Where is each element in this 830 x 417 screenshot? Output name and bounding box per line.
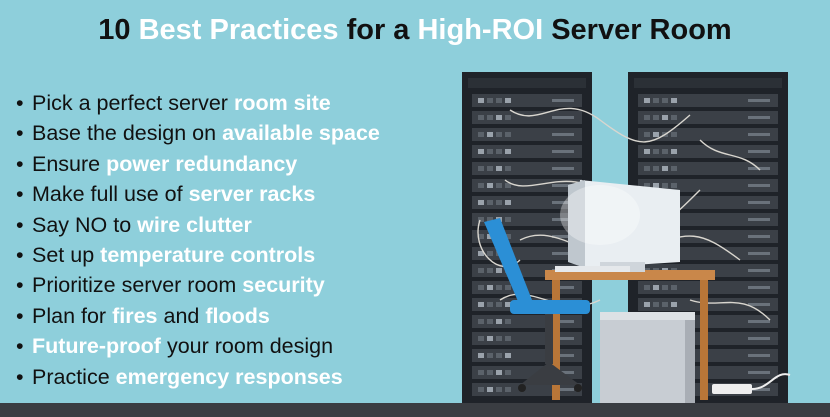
page-title: 10 Best Practices for a High-ROI Server … (0, 14, 830, 47)
title-for-a: for a (346, 14, 410, 46)
practice-highlight: room site (233, 91, 331, 115)
practice-text: and (163, 303, 200, 328)
practice-item: • Make full use of server racks (16, 179, 380, 209)
practice-item: • Plan for fires and floods (16, 301, 380, 331)
power-strip-icon (712, 373, 791, 394)
practice-highlight: Future-proof (32, 334, 161, 359)
practice-highlight: floods (205, 303, 270, 328)
practice-text: Plan for (32, 303, 107, 328)
practice-text: Base the design on (32, 121, 217, 146)
floor (0, 403, 830, 417)
practice-text: Make full use of (32, 182, 183, 207)
pc-tower-icon (600, 312, 695, 404)
practice-highlight: server racks (188, 182, 316, 207)
practice-highlight: security (242, 273, 325, 298)
desk-icon (545, 270, 715, 400)
practice-list: • Pick a perfect server room site • Base t… (16, 88, 380, 392)
practice-item: • Base the design on available space (16, 118, 380, 148)
bullet-marker: • (16, 334, 24, 359)
practice-text: Ensure (32, 151, 101, 176)
rack-unit (472, 196, 582, 209)
practice-highlight: fires (112, 303, 158, 328)
practice-text: Prioritize server room (32, 273, 237, 298)
practice-item: • Ensure power redundancy (16, 149, 380, 179)
practice-text: your room design (166, 334, 334, 359)
practice-item: • Pick a perfect server room site (16, 88, 380, 118)
practice-text: Set up (32, 243, 95, 268)
practice-highlight: available space (222, 121, 380, 146)
practice-item: • Practice emergency responses (16, 362, 380, 392)
rack-unit (472, 94, 582, 107)
crt-monitor-icon (560, 180, 680, 272)
bullet-marker: • (16, 212, 24, 237)
rack-unit (472, 162, 582, 175)
bullet-marker: • (16, 273, 24, 298)
title-server-room: Server Room (551, 14, 732, 46)
practice-item: • Future-proof your room design (16, 331, 380, 361)
rack-unit (638, 179, 778, 192)
practice-item: • Prioritize server room security (16, 270, 380, 300)
bullet-marker: • (16, 182, 24, 207)
rack-unit (638, 111, 778, 124)
practice-highlight: power redundancy (106, 151, 298, 176)
bullet-marker: • (16, 303, 24, 328)
rack-unit (472, 111, 582, 124)
title-high-roi: High-ROI (417, 14, 544, 46)
bullet-marker: • (16, 243, 24, 268)
title-best-practices: Best Practices (138, 14, 339, 46)
practice-text: Say NO to (32, 212, 132, 237)
title-number: 10 (98, 14, 131, 46)
rack-unit (472, 145, 582, 158)
practice-text: Pick a perfect server (32, 91, 228, 115)
bullet-marker: • (16, 121, 24, 146)
rack-unit (638, 128, 778, 141)
bullet-marker: • (16, 91, 24, 115)
bullet-marker: • (16, 151, 24, 176)
rack-unit (638, 94, 778, 107)
practice-item: • Set up temperature controls (16, 240, 380, 270)
practice-highlight: emergency responses (115, 364, 343, 389)
rack-unit (638, 162, 778, 175)
practice-item: • Say NO to wire clutter (16, 210, 380, 240)
practice-highlight: temperature controls (100, 243, 316, 268)
practice-text: Practice (32, 364, 110, 389)
bullet-marker: • (16, 364, 24, 389)
keyboard-icon (555, 266, 630, 272)
rack-unit (638, 145, 778, 158)
practice-highlight: wire clutter (137, 212, 252, 237)
office-chair-icon (484, 218, 590, 392)
rack-unit (472, 128, 582, 141)
